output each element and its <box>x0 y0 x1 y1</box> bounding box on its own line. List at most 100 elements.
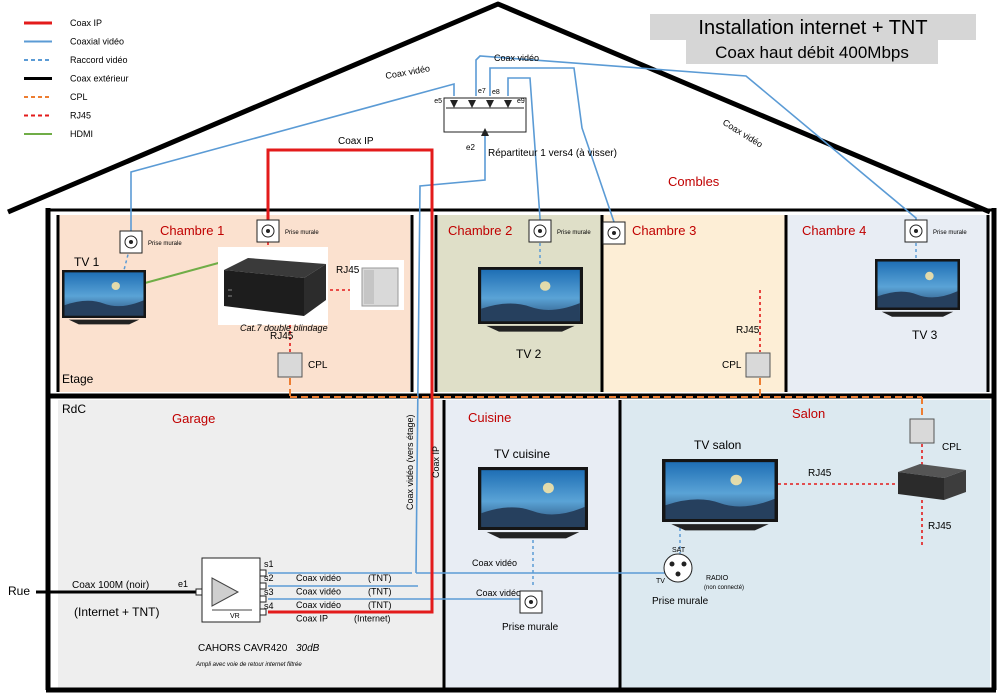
salon-wall-socket: SAT TV RADIO (non connecté) Prise murale <box>652 547 744 607</box>
amp-line-signal: (TNT) <box>368 587 392 597</box>
amp-s4: s4 <box>264 601 274 611</box>
label-cuisine: Cuisine <box>468 410 511 425</box>
amp-line-cable: Coax vidéo <box>296 600 341 610</box>
tv-salon-label: TV salon <box>694 438 741 452</box>
amp-gain: 30dB <box>296 643 320 654</box>
tv-salon: TV salon <box>662 438 778 531</box>
socket-label: Prise murale <box>652 596 709 607</box>
house-outline <box>7 1 997 693</box>
tv-2-label: TV 2 <box>516 347 542 361</box>
hdmi-cable <box>144 261 223 284</box>
outlet-chambre3 <box>602 221 626 245</box>
cable-label-coax-ip-vertical: Coax IP <box>431 446 441 478</box>
room-salon <box>620 400 990 688</box>
outlet-label: Prise murale <box>502 622 559 633</box>
splitter-port-e5: e5 <box>434 98 442 105</box>
amp-s1: s1 <box>264 559 274 569</box>
cpl-links <box>289 378 923 418</box>
amp-s3: s3 <box>264 587 274 597</box>
amp-note: Ampli avec voie de retour internet filtr… <box>195 662 302 668</box>
network-switch <box>898 464 966 500</box>
outlet-label: Prise murale <box>148 241 182 247</box>
cable-label-coax-video-right: Coax vidéo <box>721 117 764 149</box>
title-box <box>650 14 976 40</box>
socket-tv: TV <box>656 578 665 585</box>
subtitle-box <box>686 40 938 64</box>
rj45-label-salon-down: RJ45 <box>928 521 952 532</box>
rj45-label-box: RJ45 <box>336 265 360 276</box>
legend-label: Coax IP <box>70 18 102 28</box>
outlet-label: Prise murale <box>557 230 591 236</box>
internet-box <box>218 247 328 325</box>
label-chambre4: Chambre 4 <box>802 223 866 238</box>
tv-3-label: TV 3 <box>912 328 938 342</box>
tv-cuisine: TV cuisine <box>478 447 588 539</box>
socket-radio: RADIO <box>706 575 729 582</box>
outlet-chambre2: Prise murale <box>528 219 591 243</box>
legend-label: Raccord vidéo <box>70 55 128 65</box>
splitter-port-e8: e8 <box>492 89 500 96</box>
label-salon: Salon <box>792 406 825 421</box>
label-garage: Garage <box>172 411 215 426</box>
amplifier: e1 VR s1 s2 s3 s4 CAHORS CAVR420 30dB Am… <box>178 557 320 668</box>
label-chambre3: Chambre 3 <box>632 223 696 238</box>
room-cuisine <box>444 400 620 688</box>
legend-label: Coaxial vidéo <box>70 37 124 47</box>
splitter-input-e2: e2 <box>466 143 475 152</box>
label-combles: Combles <box>668 174 720 189</box>
tv-1-label: TV 1 <box>74 255 100 269</box>
amp-output-lines: Coax vidéo(TNT)Coax vidéo(TNT)Coax vidéo… <box>296 573 392 624</box>
amp-line-cable: Coax vidéo <box>296 587 341 597</box>
outlet-label: Prise murale <box>933 230 967 236</box>
amp-s2: s2 <box>264 573 274 583</box>
legend-label: Coax extérieur <box>70 74 129 84</box>
outlet-chambre1-tv: Prise murale <box>119 230 182 254</box>
cpl-label: CPL <box>722 360 742 371</box>
outlet-chambre1-ip: Prise murale <box>256 219 319 243</box>
label-etage: Etage <box>62 372 94 386</box>
cable-label-coax-video-prise: Coax vidéo <box>476 588 521 598</box>
street-rue: Rue <box>8 584 30 598</box>
socket-radio-note: (non connecté) <box>704 585 744 591</box>
legend-label: RJ45 <box>70 111 91 121</box>
tv-1: TV 1 <box>62 255 146 325</box>
amp-line-signal: (TNT) <box>368 573 392 583</box>
rj45-label-chambre1: RJ45 <box>270 331 294 342</box>
splitter-label: Répartiteur 1 vers4 (à visser) <box>488 148 617 159</box>
title: Installation internet + TNT <box>698 17 927 39</box>
outlet-chambre4: Prise murale <box>904 219 967 243</box>
amp-e1: e1 <box>178 579 188 589</box>
tv-cuisine-label: TV cuisine <box>494 447 550 461</box>
coax-ip-cable <box>266 148 434 614</box>
cable-label-coax-video-vers-etage: Coax vidéo (vers étage) <box>405 414 415 510</box>
cat7-text: Cat.7 double blindage <box>240 323 328 333</box>
street-service: (Internet + TNT) <box>74 605 159 619</box>
nas-device <box>350 260 404 310</box>
label-rdc: RdC <box>62 402 86 416</box>
subtitle: Coax haut débit 400Mbps <box>715 43 909 62</box>
cat7-label: Cat.7 double blindage <box>240 323 328 333</box>
amp-vr: VR <box>230 613 240 620</box>
splitter-port-e7: e7 <box>478 88 486 95</box>
cpl-chambre3: CPL RJ45 <box>722 325 771 378</box>
amp-line-cable: Coax IP <box>296 614 328 624</box>
cable-label-coax-video-left: Coax vidéo <box>385 63 431 81</box>
rj45-label-salon: RJ45 <box>808 468 832 479</box>
amp-line-signal: (TNT) <box>368 600 392 610</box>
tv-3: TV 3 <box>875 259 960 342</box>
cpl-label: CPL <box>942 442 962 453</box>
outlet-label: Prise murale <box>285 230 319 236</box>
amp-line-signal: (Internet) <box>354 614 391 624</box>
socket-sat: SAT <box>672 547 686 554</box>
label-chambre2: Chambre 2 <box>448 223 512 238</box>
cpl-label: CPL <box>308 360 328 371</box>
rj45-label-chambre3: RJ45 <box>736 325 760 336</box>
legend-label: CPL <box>70 92 88 102</box>
cable-label-coax-video-cuisine: Coax vidéo <box>472 558 517 568</box>
amp-model: CAHORS CAVR420 <box>198 643 288 654</box>
label-chambre1: Chambre 1 <box>160 223 224 238</box>
street-cable: Coax 100M (noir) <box>72 580 149 591</box>
outlet-cuisine: Prise murale <box>502 590 559 633</box>
